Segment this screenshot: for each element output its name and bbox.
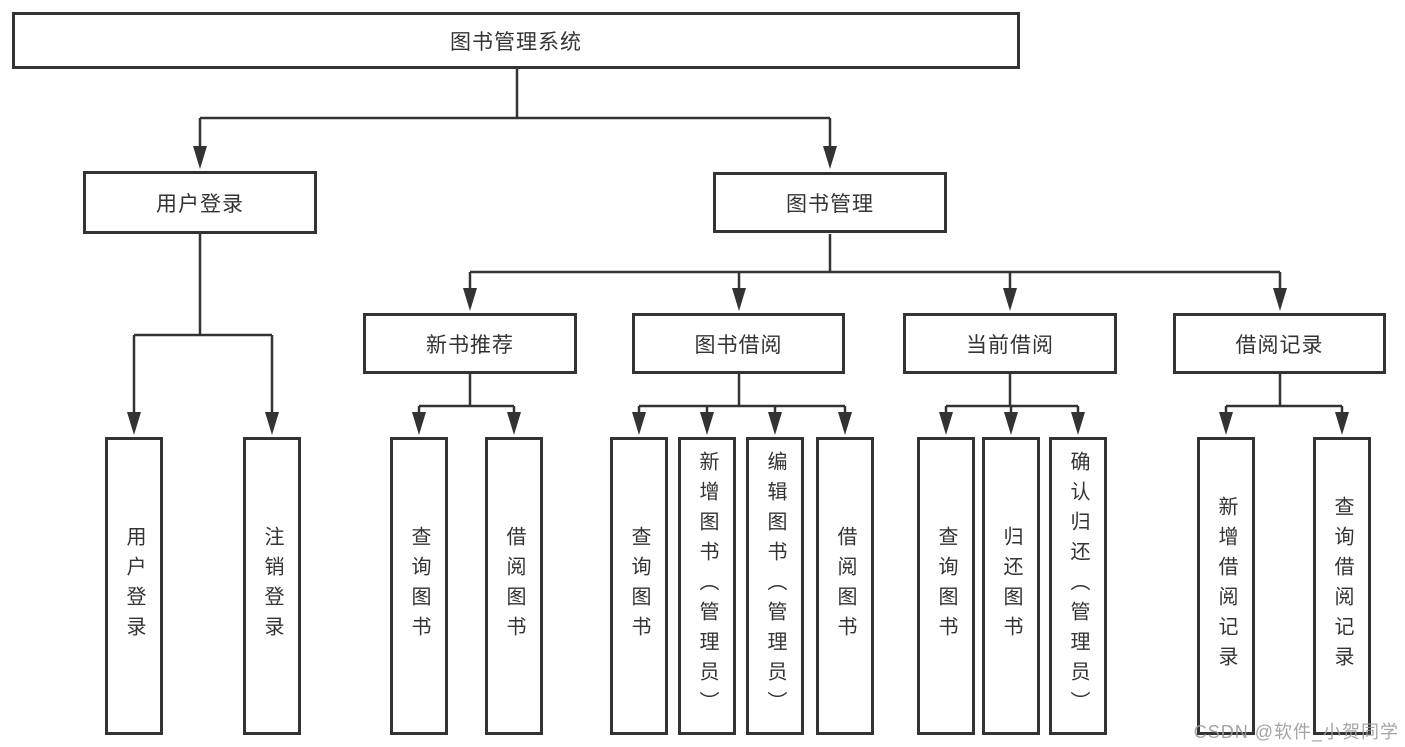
node-label: 借阅图书 [834, 526, 856, 646]
arrow-down-icon [412, 412, 426, 435]
arrowheads-root [193, 146, 837, 169]
node-label: 图书管理系统 [450, 30, 582, 54]
arrow-down-icon [732, 288, 746, 311]
leaf-borrow-books: 借阅图书 [816, 437, 874, 735]
arrow-down-icon [127, 412, 141, 435]
connector-book-borrow [637, 374, 847, 415]
arrow-down-icon [1335, 412, 1349, 435]
node-label: 归还图书 [1000, 526, 1022, 646]
leaf-confirm-return-admin: 确认归还（管理员） [1049, 437, 1107, 735]
node-label: 确认归还（管理员） [1067, 451, 1089, 721]
node-label: 图书管理 [786, 192, 874, 216]
arrow-down-icon [265, 412, 279, 435]
leaf-return-books: 归还图书 [982, 437, 1040, 735]
leaf-recommend-borrow-books: 借阅图书 [485, 437, 543, 735]
arrow-down-icon [823, 146, 837, 169]
node-label: 用户登录 [123, 526, 145, 646]
node-label: 图书借阅 [694, 333, 783, 357]
node-label: 查询图书 [408, 526, 430, 646]
leaf-borrow-query-books: 查询图书 [610, 437, 668, 735]
node-borrow-records: 借阅记录 [1173, 313, 1386, 374]
node-label: 借阅图书 [503, 526, 525, 646]
arrow-down-icon [1004, 412, 1018, 435]
leaf-current-query-books: 查询图书 [917, 437, 975, 735]
leaf-add-borrow-record: 新增借阅记录 [1197, 437, 1255, 735]
node-label: 用户登录 [156, 192, 244, 216]
connector-current-borrow [944, 374, 1080, 415]
arrowheads-book-management [463, 288, 1287, 311]
arrow-down-icon [193, 146, 207, 169]
arrow-down-icon [700, 412, 714, 435]
leaf-user-login: 用户登录 [105, 437, 163, 735]
arrowheads-user-login [127, 412, 279, 435]
csdn-watermark: CSDN @软件_小贺同学 [1193, 722, 1399, 742]
arrowheads-borrow-records [1219, 412, 1349, 435]
leaf-query-borrow-record: 查询借阅记录 [1313, 437, 1371, 735]
arrow-down-icon [1273, 288, 1287, 311]
arrow-down-icon [507, 412, 521, 435]
arrow-down-icon [1071, 412, 1085, 435]
arrow-down-icon [939, 412, 953, 435]
leaf-add-books-admin: 新增图书（管理员） [678, 437, 736, 735]
node-label: 新增图书（管理员） [696, 451, 718, 721]
node-label: 借阅记录 [1235, 333, 1324, 357]
node-label: 查询借阅记录 [1331, 496, 1353, 676]
node-label: 新书推荐 [426, 333, 514, 357]
arrowheads-book-borrow [632, 412, 852, 435]
connector-root [198, 69, 832, 150]
connector-borrow-records [1224, 374, 1344, 415]
connector-user-login [132, 234, 274, 415]
arrow-down-icon [838, 412, 852, 435]
node-label: 当前借阅 [966, 333, 1054, 357]
connector-book-management [468, 234, 1282, 292]
connector-new-book-recommend [417, 374, 516, 415]
node-user-login: 用户登录 [83, 171, 317, 234]
node-label: 查询图书 [935, 526, 957, 646]
arrow-down-icon [632, 412, 646, 435]
node-label: 注销登录 [261, 526, 283, 646]
arrow-down-icon [463, 288, 477, 311]
arrow-down-icon [768, 412, 782, 435]
node-root-system: 图书管理系统 [12, 12, 1020, 69]
leaf-edit-books-admin: 编辑图书（管理员） [746, 437, 804, 735]
arrow-down-icon [1003, 288, 1017, 311]
node-label: 新增借阅记录 [1215, 496, 1237, 676]
node-new-book-recommend: 新书推荐 [363, 313, 577, 374]
arrowheads-current-borrow [939, 412, 1085, 435]
node-book-borrow: 图书借阅 [632, 313, 845, 374]
leaf-logout: 注销登录 [243, 437, 301, 735]
leaf-recommend-query-books: 查询图书 [390, 437, 448, 735]
node-book-management: 图书管理 [713, 172, 947, 233]
arrow-down-icon [1219, 412, 1233, 435]
node-current-borrow: 当前借阅 [903, 313, 1117, 374]
node-label: 编辑图书（管理员） [764, 451, 786, 721]
node-label: 查询图书 [628, 526, 650, 646]
arrowheads-new-book-recommend [412, 412, 521, 435]
